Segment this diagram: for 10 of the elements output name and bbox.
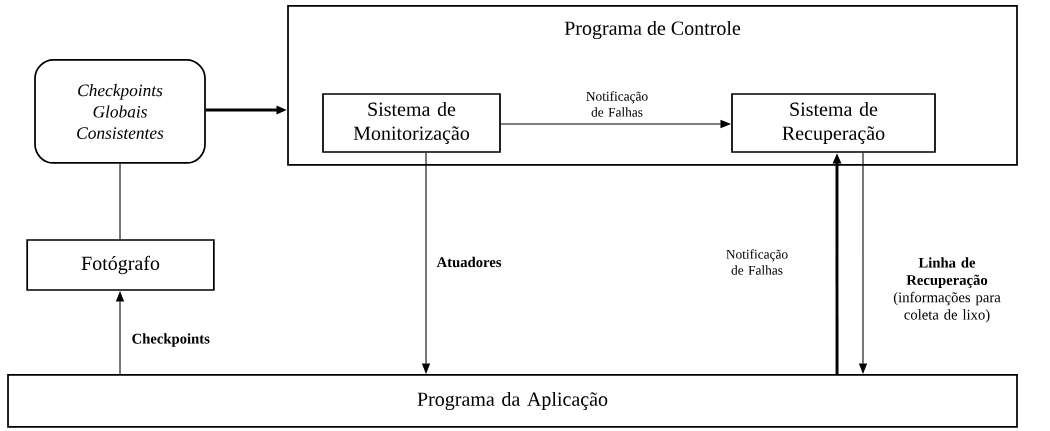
process-box: Sistema de Recuperação	[731, 93, 936, 153]
process-box: Fotógrafo	[26, 239, 215, 291]
rounded-box: Checkpoints Globais Consistentes	[34, 59, 206, 164]
application-box: Programa da Aplicação	[7, 374, 1018, 428]
edge-label: Linha de Recuperação (informações para coleta de lixo)	[884, 256, 1010, 324]
edge-label: Checkpoints	[130, 332, 212, 348]
edge-label: Atuadores	[435, 255, 503, 269]
edge-label: Notificação de Falhas	[574, 89, 660, 119]
edge-label: Notificação de Falhas	[714, 247, 800, 277]
process-box: Sistema de Monitorização	[322, 93, 501, 153]
